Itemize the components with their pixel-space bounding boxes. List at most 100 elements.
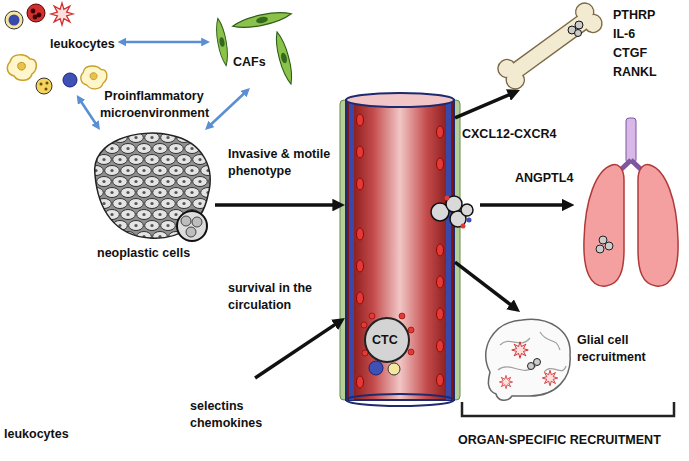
node-label: CAFs — [233, 54, 266, 71]
circulating-tumor-cell — [361, 313, 414, 375]
blood-vessel — [437, 158, 444, 170]
illustration-node: CTC — [345, 95, 455, 405]
leukocyte-cells — [40, 83, 43, 86]
leukocyte-cells — [7, 55, 36, 80]
bone — [494, 0, 605, 92]
brain — [498, 332, 566, 372]
circulating-tumor-cell — [399, 313, 405, 319]
fibroblast-cells — [214, 9, 296, 86]
blood-vessel — [437, 374, 444, 386]
circulating-tumor-cell — [369, 361, 383, 375]
node-label: leukocytes — [4, 426, 69, 443]
blood-vessel — [340, 93, 460, 406]
blood-vessel — [357, 228, 364, 240]
organ-bracket — [462, 402, 674, 416]
circulating-tumor-cell — [388, 363, 400, 375]
leukocyte-cells — [36, 78, 52, 94]
lungs — [638, 165, 678, 287]
connector-arrow — [122, 41, 206, 44]
illustration-node: CAFs — [210, 2, 295, 88]
connector-arrow — [455, 92, 514, 117]
circulating-tumor-cell — [408, 327, 414, 333]
connector-arrow — [208, 91, 247, 127]
circulating-tumor-cell — [365, 318, 409, 362]
blood-vessel — [437, 276, 444, 288]
blood-vessel — [357, 114, 364, 126]
illustration-node: leukocytes selectins chemokines — [0, 378, 285, 458]
connector-arrow — [255, 321, 340, 378]
tumor-mass — [181, 216, 191, 226]
circulating-tumor-cell — [361, 322, 367, 328]
circulating-tumor-cell — [408, 349, 414, 355]
extravasating-cells — [461, 204, 473, 216]
lungs — [599, 236, 607, 244]
brain — [534, 359, 541, 366]
lungs — [596, 245, 604, 253]
bone-metastasis — [575, 21, 583, 29]
blood-vessel — [437, 244, 444, 256]
illustration-node: neoplastic cells — [85, 130, 215, 265]
blood-vessel — [349, 100, 354, 400]
fibroblast-cells — [232, 9, 293, 32]
connector-arrow — [455, 262, 515, 308]
lungs — [626, 118, 636, 163]
lung-arrow — [480, 203, 568, 207]
fibroblast-cells — [272, 31, 295, 86]
node-label: CTC — [372, 332, 398, 349]
blood-vessel — [357, 146, 364, 158]
bone-metastasis — [575, 30, 582, 37]
edge-label: CXCL12-CXCR4 — [462, 126, 556, 143]
node-label: Glial cell recruitment — [577, 332, 659, 366]
brain — [486, 319, 570, 400]
free-label: ANGPTL4 — [515, 170, 573, 187]
tumor-mass — [192, 217, 202, 227]
node-label: PTHRP IL-6 CTGF RANKL — [613, 6, 668, 82]
leukocyte-cells — [33, 15, 38, 20]
edge-label: survival in the circulation — [228, 280, 323, 314]
node-label: selectins chemokines — [190, 398, 266, 432]
tumor-mass — [177, 211, 207, 241]
bone — [506, 11, 593, 80]
leukocyte-cells — [27, 4, 45, 22]
leukocyte-cells — [81, 66, 107, 89]
leukocyte-cells — [9, 15, 20, 26]
extravasating-cells — [431, 196, 473, 229]
leukocyte-cells — [45, 88, 48, 91]
node-label: neoplastic cells — [97, 245, 190, 262]
blood-vessel — [346, 394, 454, 406]
blood-vessel — [437, 308, 444, 320]
bone — [513, 16, 587, 76]
tumor-mass — [95, 133, 210, 241]
connector-arrow — [79, 99, 97, 127]
brain — [486, 319, 570, 400]
circulating-tumor-cell — [369, 313, 375, 319]
extravasating-cells — [445, 196, 450, 201]
edge-label: Invasive & motile phenotype — [228, 146, 331, 180]
connector-arrow — [215, 203, 339, 207]
lungs — [584, 118, 678, 286]
leukocyte-cells — [5, 11, 23, 29]
lungs — [584, 165, 624, 287]
free-label: Proinflammatory microenvironment — [100, 88, 208, 122]
leukocyte-cells — [31, 9, 36, 14]
bone-metastasis — [568, 21, 583, 37]
brain — [499, 375, 512, 388]
leukocyte-cells — [51, 3, 73, 25]
blood-vessel — [437, 126, 444, 138]
blood-vessel — [357, 292, 364, 304]
blood-vessel — [346, 100, 454, 400]
lungs — [605, 242, 613, 250]
tumor-mass — [95, 133, 210, 238]
brain — [512, 342, 529, 359]
blood-vessel — [437, 340, 444, 352]
extravasating-cells — [467, 218, 472, 223]
illustration-node: leukocytes — [0, 0, 118, 95]
leukocyte-cells — [63, 73, 77, 87]
tumor-mass — [186, 227, 196, 237]
blood-vessel — [357, 260, 364, 272]
